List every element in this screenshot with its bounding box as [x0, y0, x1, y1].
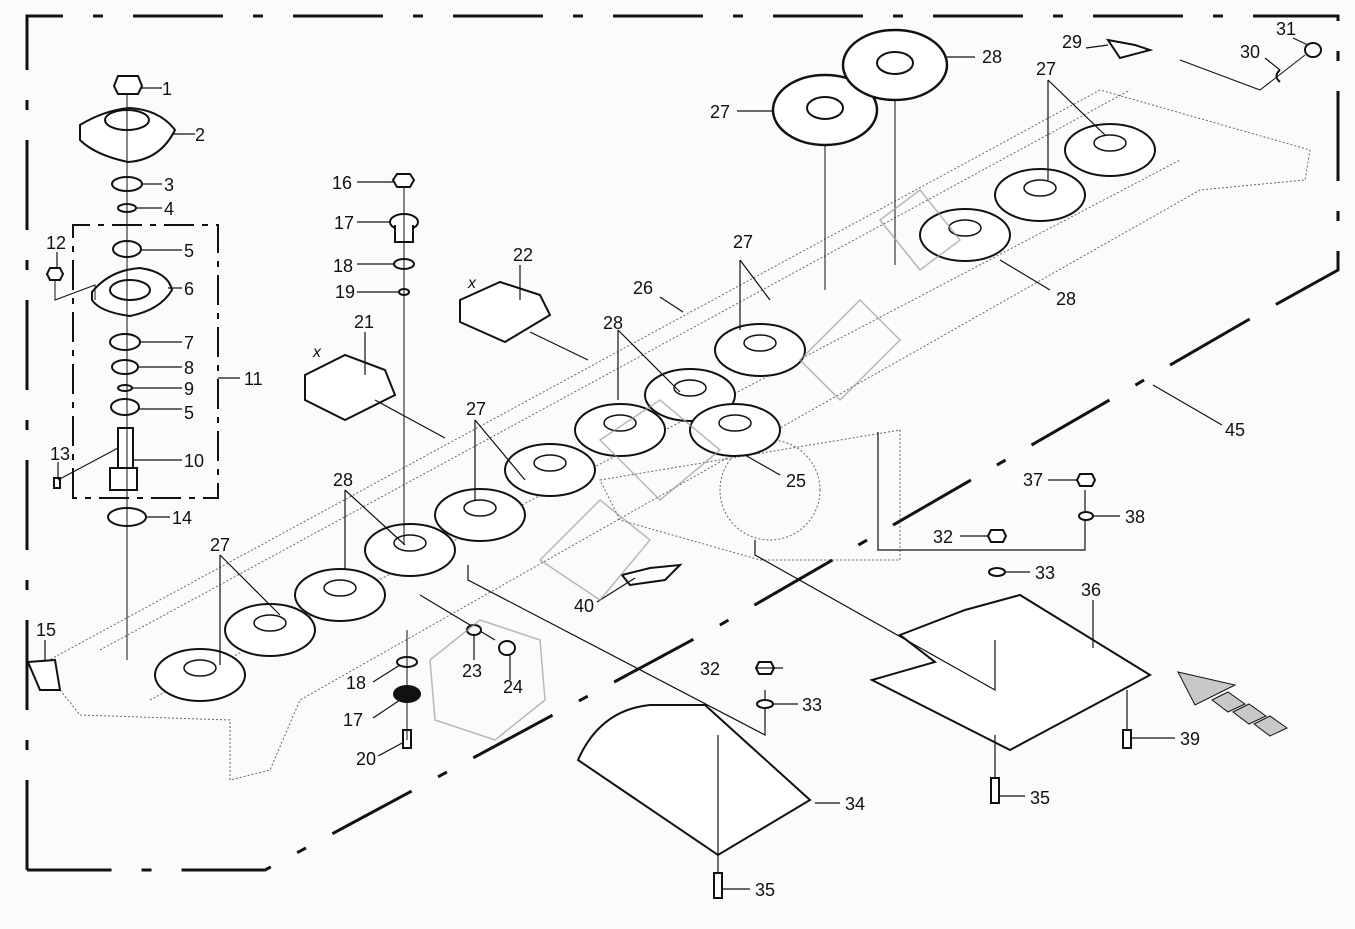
gear-28 — [364, 523, 456, 577]
drive-stack — [26, 75, 177, 691]
callout-26: 26 — [633, 278, 654, 298]
callout-1: 1 — [162, 79, 173, 99]
callout-6: 6 — [184, 279, 195, 299]
dimension-mark-x: x — [313, 344, 321, 361]
guard-34 — [576, 704, 812, 857]
callout-35: 35 — [1030, 788, 1051, 808]
callout-13: 13 — [50, 444, 71, 464]
callout-7: 7 — [184, 333, 195, 353]
callout-45: 45 — [1225, 420, 1246, 440]
guards — [576, 563, 1153, 857]
gear-27 — [714, 323, 806, 377]
gear-25 — [689, 403, 781, 457]
fasteners — [466, 473, 1132, 899]
knife-40 — [620, 563, 683, 587]
callout-27: 27 — [210, 535, 231, 555]
nut-12 — [45, 267, 65, 281]
callout-27: 27 — [1036, 59, 1057, 79]
callout-25: 25 — [786, 471, 807, 491]
callout-20: 20 — [356, 749, 377, 769]
callout-5: 5 — [184, 403, 195, 423]
bolt-stack — [389, 173, 421, 749]
callout-9: 9 — [184, 379, 195, 399]
gear-27 — [434, 488, 526, 542]
callout-27: 27 — [710, 102, 731, 122]
callout-34: 34 — [845, 794, 866, 814]
nut-1 — [112, 75, 144, 95]
watermark — [429, 188, 962, 741]
callout-22: 22 — [513, 245, 534, 265]
callout-29: 29 — [1062, 32, 1083, 52]
callout-32: 32 — [933, 527, 954, 547]
leader-45 — [1152, 384, 1223, 426]
gear-27 — [154, 648, 246, 702]
callout-36: 36 — [1081, 580, 1102, 600]
callout-21: 21 — [354, 312, 375, 332]
pin-13 — [53, 477, 61, 489]
pinion-10 — [109, 467, 138, 491]
callout-17: 17 — [334, 213, 355, 233]
callout-39: 39 — [1180, 729, 1201, 749]
callout-32: 32 — [700, 659, 721, 679]
shaft-10 — [117, 427, 134, 474]
callout-4: 4 — [164, 199, 175, 219]
callout-5: 5 — [184, 241, 195, 261]
guard-36 — [869, 593, 1153, 752]
callout-24: 24 — [503, 677, 524, 697]
callout-35: 35 — [755, 880, 776, 900]
callout-37: 37 — [1023, 470, 1044, 490]
callout-38: 38 — [1125, 507, 1146, 527]
callout-23: 23 — [462, 661, 483, 681]
callout-10: 10 — [184, 451, 205, 471]
gear-28 — [919, 208, 1011, 262]
guard-panels — [419, 432, 1128, 880]
callout-14: 14 — [172, 508, 193, 528]
callout-28: 28 — [333, 470, 354, 490]
callout-12: 12 — [46, 233, 67, 253]
callout-8: 8 — [184, 358, 195, 378]
bearing-8 — [111, 359, 139, 375]
drive-stack-lines — [54, 94, 128, 660]
callout-18: 18 — [346, 673, 367, 693]
gear-27 — [294, 568, 386, 622]
callout-15: 15 — [36, 620, 57, 640]
gear-27 — [574, 403, 666, 457]
gear-28 — [504, 443, 596, 497]
callout-3: 3 — [164, 175, 175, 195]
leader-lines — [44, 37, 1309, 890]
exploded-gears — [771, 28, 949, 147]
callout-33: 33 — [802, 695, 823, 715]
bearing-5b — [110, 398, 140, 416]
assembly-boundary-frame — [25, 14, 1340, 872]
gear-28 — [224, 603, 316, 657]
callout-28: 28 — [603, 313, 624, 333]
callout-16: 16 — [332, 173, 353, 193]
gear-train — [154, 123, 1156, 702]
bearing-7 — [109, 333, 141, 351]
ring-9 — [117, 384, 133, 392]
top-right-parts — [1105, 38, 1322, 83]
gear-27 — [994, 168, 1086, 222]
callout-30: 30 — [1240, 42, 1261, 62]
callout-33: 33 — [1035, 563, 1056, 583]
callout-31: 31 — [1276, 19, 1297, 39]
spacer-blocks — [304, 280, 552, 422]
callout-18: 18 — [333, 256, 354, 276]
callout-28: 28 — [982, 47, 1003, 67]
callout-40: 40 — [574, 596, 595, 616]
callout-11: 11 — [244, 369, 263, 389]
callout-2: 2 — [195, 125, 206, 145]
callout-28: 28 — [1056, 289, 1077, 309]
gear-hubs — [183, 134, 1127, 677]
callout-17: 17 — [343, 710, 364, 730]
travel-direction-arrow — [1177, 671, 1288, 737]
callout-27: 27 — [733, 232, 754, 252]
subassembly-bracket-11 — [72, 224, 219, 499]
callout-27: 27 — [466, 399, 487, 419]
dimension-mark-x: x — [468, 275, 476, 292]
gear-27 — [1064, 123, 1156, 177]
callout-19: 19 — [335, 282, 356, 302]
skid-15 — [26, 658, 62, 691]
